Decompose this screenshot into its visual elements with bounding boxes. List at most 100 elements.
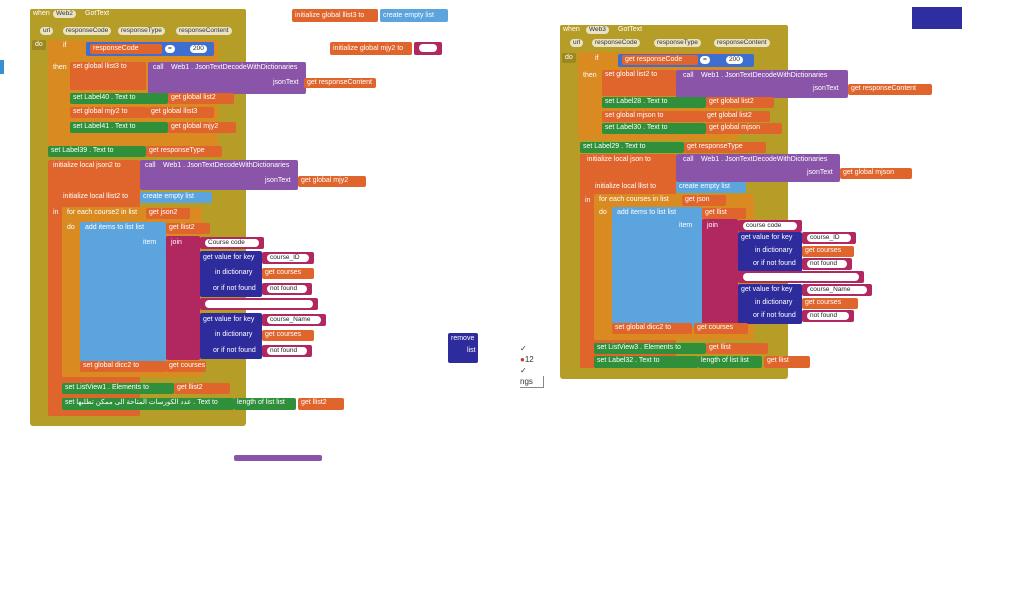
- right-get-courses-1[interactable]: get courses: [802, 246, 854, 257]
- right-not-found-value-2[interactable]: not found: [807, 312, 849, 320]
- right-component-name[interactable]: Web3: [586, 26, 609, 34]
- right-course-name-value[interactable]: course_Name: [807, 286, 867, 294]
- get-llist2[interactable]: get llist2: [166, 223, 210, 234]
- right-get-global-mjson-b[interactable]: get global mjson: [840, 168, 912, 179]
- create-empty-list-global[interactable]: create empty list: [380, 9, 448, 22]
- right-set-label29[interactable]: set Label29 . Text to: [580, 142, 684, 153]
- right-create-empty-list[interactable]: create empty list: [676, 182, 746, 193]
- set-global-mjy2[interactable]: set global mjy2 to: [70, 107, 148, 118]
- right-param-url[interactable]: url: [570, 39, 584, 47]
- right-get-responsecontent[interactable]: get responseContent: [848, 84, 932, 95]
- right-get-json[interactable]: get json: [682, 195, 726, 206]
- get-global-mjy2-b[interactable]: get global mjy2: [298, 176, 366, 187]
- right-get-global-list2[interactable]: get global list2: [706, 97, 774, 108]
- right-course-id-value[interactable]: course_ID: [807, 234, 851, 242]
- length-of-list[interactable]: length of list list: [234, 398, 296, 410]
- not-found-value-1[interactable]: not found: [267, 285, 307, 293]
- right-course-code-value[interactable]: course code: [743, 222, 797, 230]
- right-join-block[interactable]: [702, 219, 738, 325]
- init-global-mjy2[interactable]: initialize global mjy2 to: [330, 42, 412, 55]
- right-text-space[interactable]: [738, 271, 864, 283]
- empty-text-value[interactable]: [419, 44, 437, 52]
- join-block[interactable]: [166, 236, 200, 360]
- text-space[interactable]: [200, 298, 318, 310]
- param-responsecode[interactable]: responseCode: [63, 27, 112, 35]
- right-param-responsecode[interactable]: responseCode: [592, 39, 641, 47]
- key-course-id[interactable]: course_ID: [262, 252, 314, 264]
- get-responsecontent[interactable]: get responseContent: [304, 78, 376, 88]
- get-courses-2[interactable]: get courses: [262, 330, 314, 341]
- key-course-name[interactable]: course_Name: [262, 314, 326, 326]
- component-name[interactable]: Web2: [53, 10, 76, 18]
- set-label41[interactable]: set Label41 . Text to: [70, 122, 168, 133]
- right-text-course-code[interactable]: course code: [738, 220, 802, 232]
- right-get-courses-2[interactable]: get courses: [802, 298, 858, 309]
- text-empty-global[interactable]: [414, 42, 442, 55]
- get-llist2-b[interactable]: get llist2: [174, 383, 230, 394]
- set-label39[interactable]: set Label39 . Text to: [48, 146, 146, 157]
- right-param-responsetype[interactable]: responseType: [654, 39, 701, 47]
- right-init-local-json: initialize local json to: [584, 155, 674, 166]
- right-set-listview3[interactable]: set ListView3 . Elements to: [594, 343, 706, 354]
- get-global-list2[interactable]: get global list2: [168, 93, 234, 104]
- counter-value: 12: [524, 355, 534, 364]
- right-set-global-mjson[interactable]: set global mjson to: [602, 111, 704, 122]
- get-llist2-c[interactable]: get llist2: [298, 398, 344, 410]
- get-global-llist3[interactable]: get global llist3: [148, 107, 214, 118]
- get-responsetype[interactable]: get responseType: [146, 146, 222, 157]
- right-length-of-list[interactable]: length of list list: [698, 356, 762, 368]
- right-set-label30[interactable]: set Label30 . Text to: [602, 123, 706, 134]
- right-set-global-dicc2[interactable]: set global dicc2 to: [612, 323, 692, 334]
- right-event-header[interactable]: when Web3 GotText: [560, 25, 788, 51]
- right-eq-value[interactable]: 200: [726, 56, 743, 64]
- right-not-found-2[interactable]: not found: [802, 310, 854, 322]
- right-get-responsetype[interactable]: get responseType: [684, 142, 766, 153]
- not-found-value-2[interactable]: not found: [267, 347, 307, 355]
- right-not-found-1[interactable]: not found: [802, 258, 852, 270]
- course-id-value[interactable]: course_ID: [267, 254, 309, 262]
- right-not-found-value-1[interactable]: not found: [807, 260, 847, 268]
- param-url[interactable]: url: [40, 27, 54, 35]
- param-responsetype[interactable]: responseType: [118, 27, 165, 35]
- get-courses-3[interactable]: get courses: [166, 361, 206, 372]
- right-get-responsecode[interactable]: get responseCode: [622, 55, 698, 65]
- right-key-course-id[interactable]: course_ID: [802, 232, 856, 244]
- get-global-mjy2[interactable]: get global mjy2: [168, 122, 236, 133]
- set-label40[interactable]: set Label40 . Text to: [70, 93, 168, 104]
- get-courses-1[interactable]: get courses: [262, 268, 314, 279]
- get-json2[interactable]: get json2: [146, 208, 190, 219]
- get-value-for-key-label: get value for key: [200, 253, 260, 264]
- create-empty-list[interactable]: create empty list: [140, 192, 212, 203]
- right-set-label32[interactable]: set Label32 . Text to: [594, 356, 698, 368]
- right-eq-op[interactable]: =: [700, 56, 710, 64]
- right-get-courses-3[interactable]: get courses: [694, 323, 748, 334]
- eq-value[interactable]: 200: [190, 45, 207, 53]
- trash-area[interactable]: [912, 7, 962, 29]
- not-found-1[interactable]: not found: [262, 283, 312, 295]
- right-get-global-list2b[interactable]: get global list2: [704, 111, 770, 122]
- course-code-value[interactable]: Course code: [205, 239, 259, 247]
- space-value[interactable]: [205, 300, 313, 308]
- set-global-llist3[interactable]: set global llist3 to: [70, 62, 146, 90]
- set-global-dicc2[interactable]: set global dicc2 to: [80, 361, 166, 372]
- get-responsecode[interactable]: responseCode: [90, 44, 162, 54]
- right-param-responsecontent[interactable]: responseContent: [714, 39, 770, 47]
- init-global-llist3[interactable]: initialize global llist3 to: [292, 9, 378, 22]
- right-set-label28[interactable]: set Label28 . Text to: [602, 97, 706, 108]
- set-listview1[interactable]: set ListView1 . Elements to: [62, 383, 174, 394]
- not-found-2[interactable]: not found: [262, 345, 312, 357]
- text-course-code[interactable]: Course code: [200, 237, 264, 249]
- right-init-local-llist: initialize local llist to: [592, 182, 672, 193]
- set-label-rtl[interactable]: set عدد الكورسات المتاحة الى ممكن تطلبها…: [62, 398, 234, 410]
- right-get-llist-b[interactable]: get llist: [706, 343, 768, 354]
- right-get-llist[interactable]: get llist: [702, 208, 746, 219]
- right-key-course-name[interactable]: course_Name: [802, 284, 872, 296]
- course-name-value[interactable]: course_Name: [267, 316, 321, 324]
- param-responsecontent[interactable]: responseContent: [176, 27, 232, 35]
- remove-block[interactable]: remove list: [448, 333, 478, 363]
- right-space-value[interactable]: [743, 273, 859, 281]
- right-get-llist-c[interactable]: get llist: [764, 356, 810, 368]
- right-get-global-mjson[interactable]: get global mjson: [706, 123, 782, 134]
- eq-op[interactable]: =: [165, 45, 175, 53]
- right-set-global-list2[interactable]: set global list2 to: [602, 70, 676, 96]
